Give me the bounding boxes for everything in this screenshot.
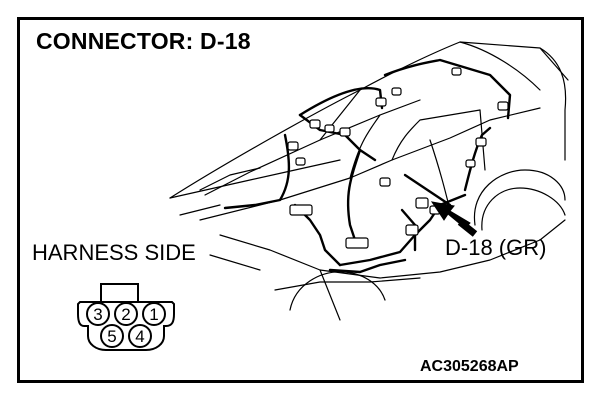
connector-pin-3: 3: [86, 302, 110, 326]
diagram-title: CONNECTOR: D-18: [36, 28, 251, 54]
connector-pin-2: 2: [114, 302, 138, 326]
svg-text:2: 2: [121, 305, 130, 324]
connector-pin-5: 5: [100, 324, 124, 348]
connector-callout-label: D-18 (GR): [445, 235, 547, 260]
harness-side-label: HARNESS SIDE: [32, 240, 196, 265]
svg-text:3: 3: [93, 305, 102, 324]
vehicle-wiring-illustration: [169, 41, 569, 321]
figure-id: AC305268AP: [420, 358, 519, 375]
connector-face-diagram: 3 2 1 5 4: [77, 283, 175, 351]
svg-text:5: 5: [107, 327, 116, 346]
connector-pin-4: 4: [128, 324, 152, 348]
connector-pin-1: 1: [142, 302, 166, 326]
svg-text:1: 1: [149, 305, 158, 324]
svg-text:4: 4: [135, 327, 144, 346]
diagram-frame: CONNECTOR: D-18: [17, 17, 584, 383]
